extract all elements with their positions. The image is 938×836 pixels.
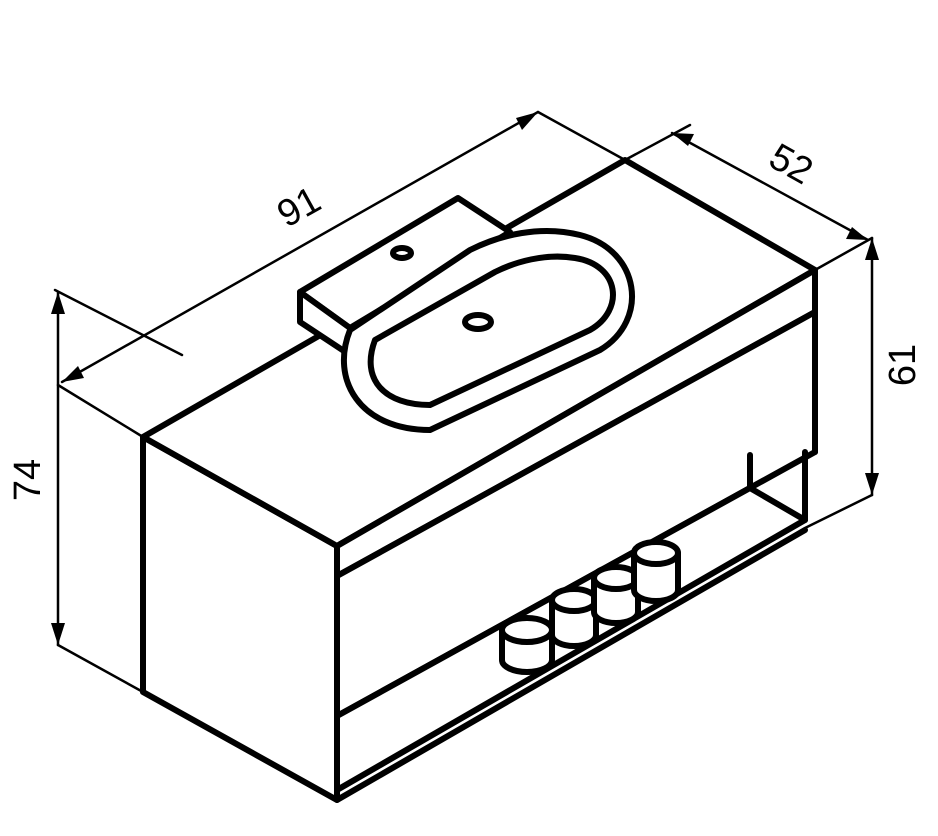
- width-dimension-line: [60, 110, 540, 384]
- height-side-label: 61: [882, 344, 924, 386]
- depth-label: 52: [762, 136, 819, 193]
- depth-arrow-right: [846, 227, 868, 240]
- height-front-arrow-top: [51, 292, 65, 314]
- towel-roll: [631, 539, 681, 604]
- height-front-label: 74: [7, 459, 49, 501]
- cabinet-bottom-edge: [334, 527, 808, 803]
- depth-extension-right: [813, 236, 874, 272]
- depth-dimension-line: [670, 131, 870, 242]
- drain-hole: [462, 312, 494, 332]
- width-label: 91: [271, 179, 328, 236]
- towel-roll: [549, 586, 599, 649]
- width-arrow-right: [516, 112, 538, 130]
- tap-hole: [390, 245, 414, 261]
- depth-arrow-left: [672, 133, 694, 146]
- height-front-extension-bottom: [56, 643, 145, 694]
- height-side-extension-bottom: [803, 493, 874, 530]
- height-front-arrow-bottom: [51, 623, 65, 645]
- height-front-extension-top: [56, 383, 145, 439]
- dimension-lines: [51, 110, 879, 694]
- rolled-towels: [499, 539, 681, 675]
- depth-extension-left: [623, 123, 692, 162]
- width-extension-left: [53, 288, 184, 357]
- width-extension-right: [536, 110, 627, 162]
- basin: [297, 195, 636, 433]
- width-arrow-left: [62, 366, 84, 382]
- basin-inner-bowl: [367, 253, 616, 408]
- height-side-arrow-bottom: [865, 473, 879, 495]
- height-side-arrow-top: [865, 238, 879, 260]
- towel-roll: [499, 615, 555, 675]
